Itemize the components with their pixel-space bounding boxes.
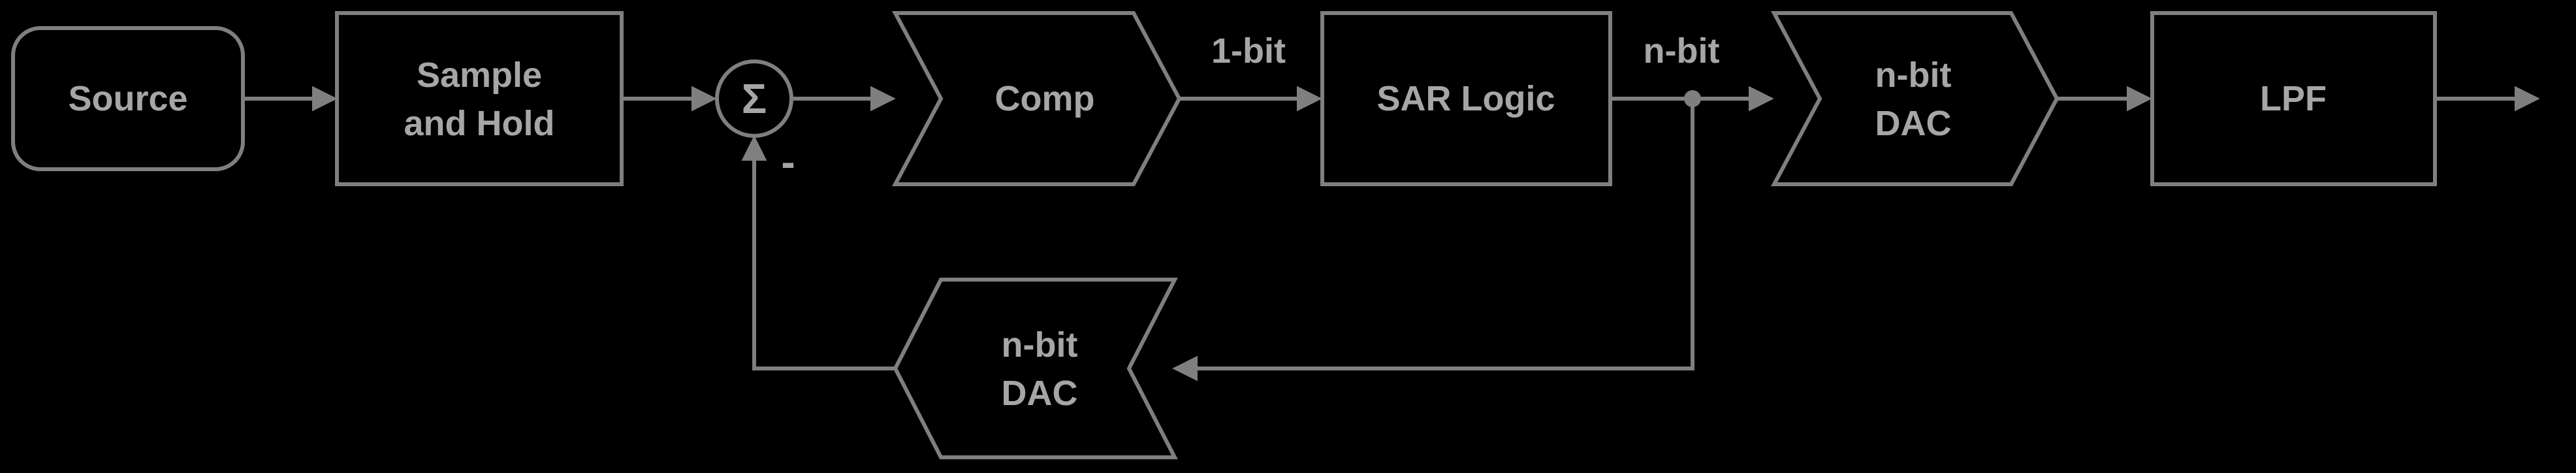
feedback-dac-block: [893, 278, 1178, 459]
feedback-dac-label-line1: n-bit: [1002, 325, 1078, 365]
comparator-block: [891, 11, 1182, 186]
minus-sign: -: [781, 139, 795, 186]
lpf-label: LPF: [2260, 79, 2327, 118]
source-label: Source: [68, 79, 187, 118]
comparator-label: Comp: [995, 79, 1095, 118]
feedback-line-to-dac: [1172, 99, 1694, 382]
nbit-dac-block: [1770, 11, 2059, 186]
sample-and-hold-block: [335, 11, 624, 186]
feedback-dac-label-line2: DAC: [1002, 374, 1078, 413]
sigma-symbol: Σ: [742, 75, 767, 122]
feedback-line-dac-to-summer: [741, 135, 895, 370]
signal-label-1bit: 1-bit: [1211, 31, 1286, 71]
dac-label-line1: n-bit: [1875, 56, 1952, 95]
signal-label-nbit: n-bit: [1644, 31, 1720, 71]
samplehold-label-line2: and Hold: [404, 104, 555, 143]
sarlogic-label: SAR Logic: [1376, 79, 1555, 118]
dac-label-line2: DAC: [1875, 104, 1952, 143]
samplehold-label-line1: Sample: [417, 56, 542, 95]
